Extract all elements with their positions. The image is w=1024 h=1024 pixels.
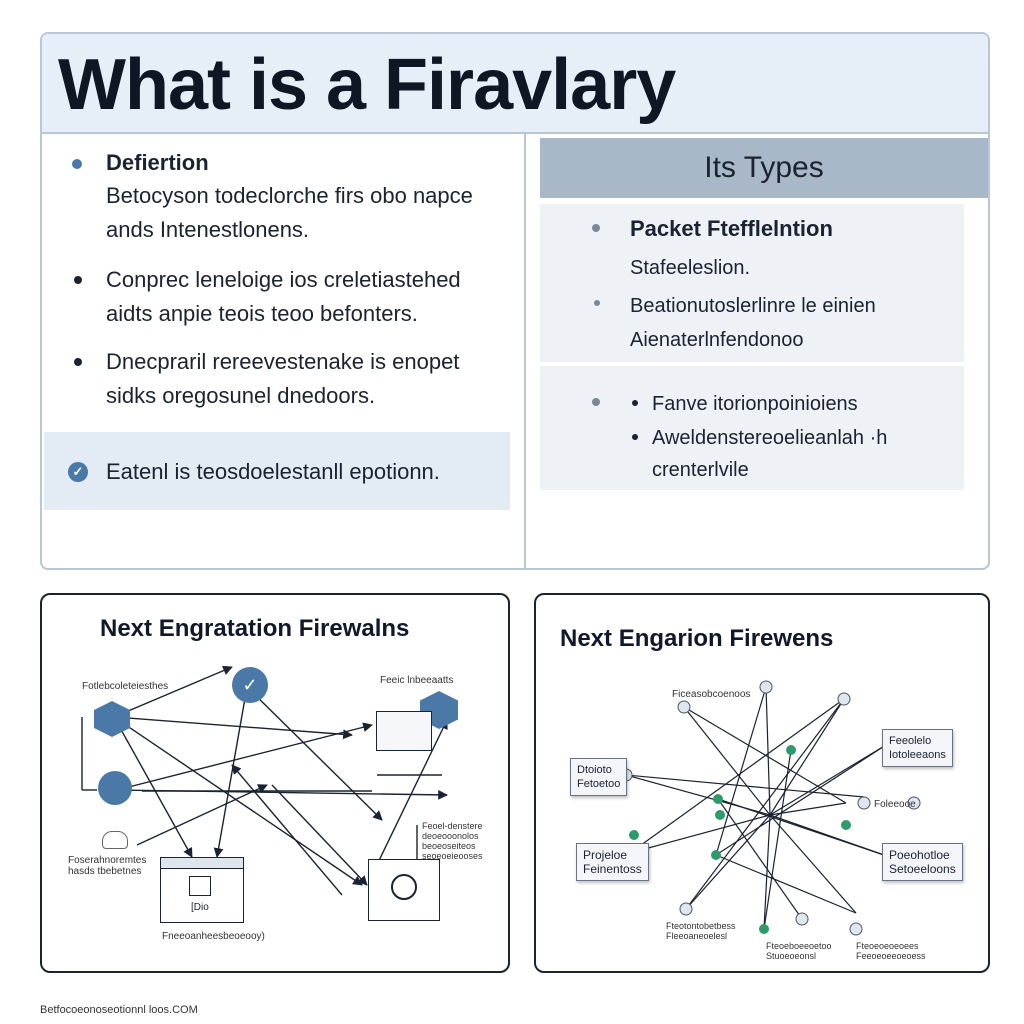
type-box-2 [540, 366, 964, 490]
type-1-sub: Stafeeleslion. [630, 257, 751, 279]
label-bottom-mid: Fteoeboeeoetoo Stuoeoeonsl [766, 941, 832, 961]
label-left-lower: Foserahnoremtes hasds tbebetnes [68, 855, 147, 877]
type-2-item-2: Aweldenstereoelieanlah ·h [652, 427, 888, 449]
definition-text-line-1: Betocyson todeclorche firs obo napce [106, 183, 473, 208]
node-box-left-bottom-label: Projeloe Feinentoss [583, 848, 642, 876]
bullet-icon [72, 159, 82, 169]
bullet-2-line-2: sidks oregosunel dnedoors. [106, 383, 376, 408]
type-1-heading: Packet Ftefflelntion [630, 216, 833, 241]
types-title: Its Types [704, 151, 824, 184]
overview-panel: What is a Firavlary Defiertion Betocyson… [40, 32, 990, 570]
monitor-node [368, 859, 440, 921]
node-box-left-bottom: Projeloe Feinentoss [576, 843, 649, 881]
node-box-right-top-label: Feeolelo Iotoleeaons [889, 735, 946, 761]
bullet-icon [632, 434, 638, 440]
node-box-left-top-label: Dtoioto Fetoetoo [577, 764, 621, 790]
node-box-right-top: Feeolelo Iotoleeaons [882, 729, 953, 767]
label-top-left: Fotlebcoleteiesthes [82, 681, 169, 692]
type-2-item-2b: crenterlvile [652, 459, 749, 481]
bullet-icon [632, 400, 638, 406]
diagram-card-right: Next Engarion Firewens [534, 593, 990, 973]
diagram-right-title: Next Engarion Firewens [560, 625, 834, 652]
bullet-icon [592, 398, 600, 406]
bullet-icon [74, 276, 82, 284]
check-icon: ✓ [68, 462, 88, 482]
bullet-icon [74, 358, 82, 366]
bullet-icon [592, 224, 600, 232]
highlight-row [44, 432, 510, 510]
shield-node-icon [94, 701, 130, 737]
label-right-lower: Feoel-denstere deoeooonolos beoeoseiteos… [422, 821, 483, 861]
diagram-card-left: Next Engratation Firewalns [40, 593, 510, 973]
document-caption: [Dio [191, 902, 209, 913]
diagram-left-network [81, 665, 448, 896]
diagram-right-network [619, 680, 921, 936]
title-band: What is a Firavlary [42, 34, 988, 134]
diagram-left-title: Next Engratation Firewalns [100, 615, 410, 642]
type-box-packet [540, 204, 964, 362]
type-1-line-2: Aienaterlnfendonoo [630, 329, 804, 351]
server-box-icon [376, 711, 432, 751]
label-bottom-right: Fteoeoeoeoees Feeoeoeeoeoess [856, 941, 926, 961]
bullet-2-line-1: Dnecpraril rereevestenake is enopet [106, 349, 460, 374]
footer-text: Betfocoeonoseotionnl loos.COM [40, 1004, 198, 1016]
column-divider [524, 134, 526, 568]
page-title: What is a Firavlary [58, 45, 676, 125]
bullet-1-line-1: Conprec leneloige ios creletiastehed [106, 267, 461, 292]
globe-node-icon [98, 771, 132, 805]
label-top: Ficeasobcoenoos [672, 689, 751, 700]
label-top-right: Feeic lnbeeaatts [380, 675, 454, 686]
document-icon [189, 876, 211, 896]
cloud-icon [102, 831, 128, 849]
document-node: [Dio [160, 857, 244, 923]
definition-text-line-2: ands Intenestlonens. [106, 217, 310, 242]
node-box-right-bottom: Poeohotloe Setoeeloons [882, 843, 963, 881]
definition-heading: Defiertion [106, 150, 209, 175]
type-2-item-1: Fanve itorionpoinioiens [652, 393, 858, 415]
label-right-mid: Foleeooe [874, 799, 916, 810]
label-bottom-left: Fteotontobetbess Fleeoaneoelesl [666, 921, 736, 941]
bullet-1-line-2: aidts anpie teois teoo befonters. [106, 301, 418, 326]
gear-icon [391, 874, 417, 900]
highlight-text: Eatenl is teosdoelestanll epotionn. [106, 459, 440, 484]
node-box-right-bottom-label: Poeohotloe Setoeeloons [889, 848, 956, 876]
node-box-left-top: Dtoioto Fetoetoo [570, 758, 628, 796]
types-header [540, 138, 988, 198]
type-1-line-1: Beationutoslerlinre le einien [630, 295, 876, 317]
label-bottom: Fneeoanheesbeoeooy) [162, 931, 265, 942]
firewall-node-icon: ✓ [232, 667, 268, 703]
bullet-icon [594, 300, 600, 306]
